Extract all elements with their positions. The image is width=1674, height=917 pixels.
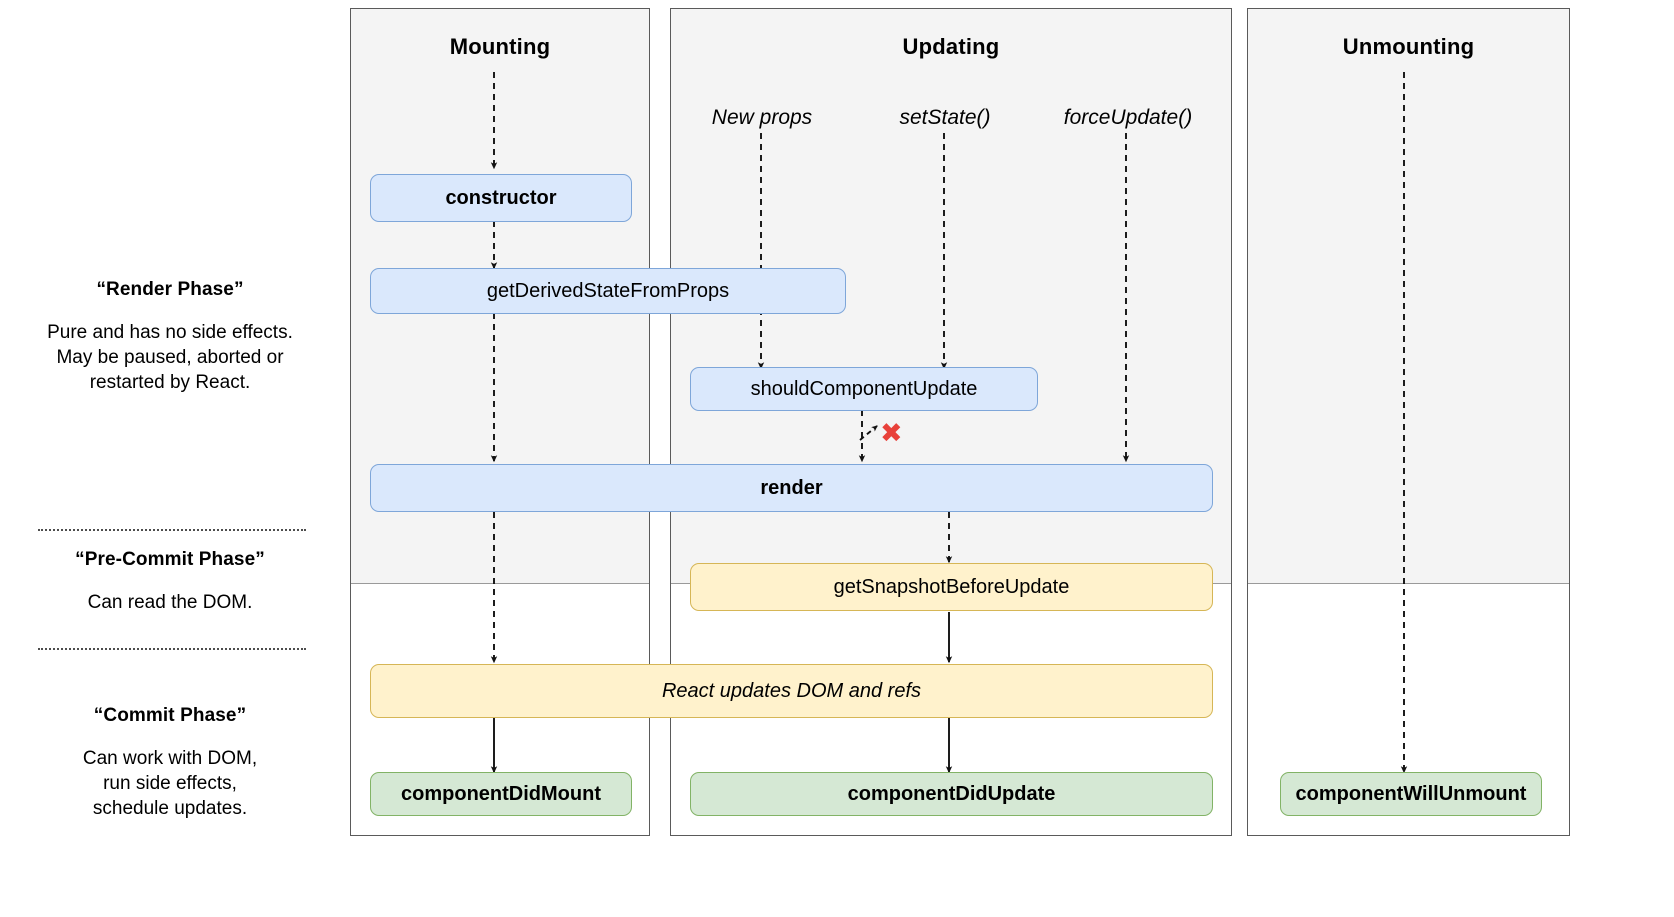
column-title-updating: Updating — [902, 34, 1000, 59]
phase-block-commit: “Commit Phase” Can work with DOM, run si… — [0, 704, 340, 821]
phase-block-render: “Render Phase” Pure and has no side effe… — [0, 278, 340, 395]
phase-description-commit: Can work with DOM, run side effects, sch… — [82, 748, 258, 819]
phase-description-render: Pure and has no side effects. May be pau… — [47, 322, 293, 393]
trigger-set-state: setState() — [899, 106, 991, 129]
node-component-did-update[interactable]: componentDidUpdate — [690, 772, 1213, 816]
node-component-will-unmount-label: componentWillUnmount — [1295, 783, 1527, 805]
bail-out-x-icon: ✖ — [880, 418, 903, 449]
phase-legend: “Render Phase” Pure and has no side effe… — [0, 0, 340, 917]
node-render[interactable]: render — [370, 464, 1213, 512]
phase-title-render: “Render Phase” — [96, 279, 244, 300]
phase-description-pre-commit: Can read the DOM. — [87, 592, 253, 613]
render-band-unmounting — [1248, 9, 1569, 584]
phase-title-pre-commit: “Pre-Commit Phase” — [75, 549, 265, 570]
node-get-snapshot-before-update-label: getSnapshotBeforeUpdate — [833, 576, 1070, 598]
trigger-force-update: forceUpdate() — [1063, 106, 1193, 129]
phase-title-commit: “Commit Phase” — [93, 705, 247, 726]
node-constructor[interactable]: constructor — [370, 174, 632, 222]
legend-divider-bottom — [38, 648, 306, 650]
node-get-derived-state-from-props[interactable]: getDerivedStateFromProps — [370, 268, 846, 314]
node-render-label: render — [760, 477, 823, 499]
node-react-updates-dom-and-refs[interactable]: React updates DOM and refs — [370, 664, 1213, 718]
phase-block-pre-commit: “Pre-Commit Phase” Can read the DOM. — [0, 548, 340, 615]
node-react-updates-dom-and-refs-label: React updates DOM and refs — [661, 680, 921, 702]
column-title-unmounting: Unmounting — [1342, 34, 1475, 59]
legend-divider-top — [38, 529, 306, 531]
node-component-did-mount-label: componentDidMount — [401, 783, 601, 805]
node-component-did-mount[interactable]: componentDidMount — [370, 772, 632, 816]
column-unmounting: Unmounting — [1247, 8, 1570, 836]
node-should-component-update[interactable]: shouldComponentUpdate — [690, 367, 1038, 411]
node-component-will-unmount[interactable]: componentWillUnmount — [1280, 772, 1542, 816]
arrow-scu-bailout — [859, 425, 878, 441]
node-get-snapshot-before-update[interactable]: getSnapshotBeforeUpdate — [690, 563, 1213, 611]
node-constructor-label: constructor — [445, 187, 557, 209]
node-get-derived-state-from-props-label: getDerivedStateFromProps — [486, 280, 730, 302]
node-should-component-update-label: shouldComponentUpdate — [750, 378, 978, 400]
node-component-did-update-label: componentDidUpdate — [847, 783, 1056, 805]
column-title-mounting: Mounting — [449, 34, 551, 59]
trigger-new-props: New props — [711, 106, 813, 129]
